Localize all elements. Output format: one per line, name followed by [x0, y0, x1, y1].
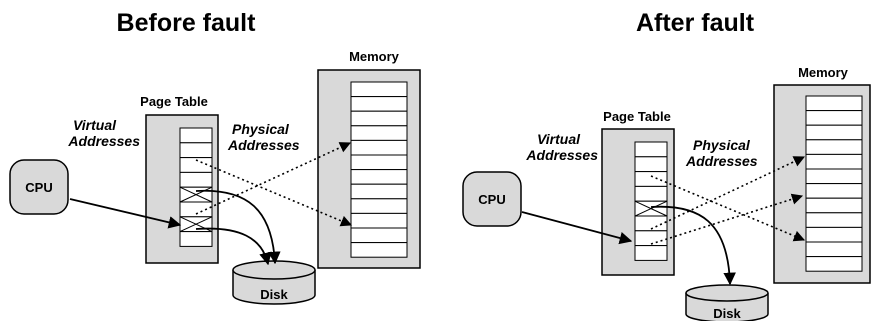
invalid-entry-mark	[179, 216, 213, 233]
page-table-entry	[179, 142, 213, 159]
memory-frame	[805, 212, 863, 228]
disk-label: Disk	[713, 306, 741, 321]
page-table-entry	[179, 231, 213, 247]
page-table-entry	[179, 157, 213, 173]
memory-frame	[350, 227, 408, 244]
memory-frame	[805, 110, 863, 126]
memory-frame	[805, 183, 863, 199]
page-table-entry	[634, 171, 668, 187]
before-fault-title: Before fault	[117, 9, 257, 37]
page-table-entries	[634, 141, 668, 261]
page-table-entry	[179, 171, 213, 188]
after-fault-diagram: After fault CPU Virtual Addresses Page T…	[462, 9, 871, 321]
page-table-entry	[634, 141, 668, 158]
memory-frame	[350, 96, 408, 112]
cpu-to-page-table-arrow	[521, 211, 633, 245]
virtual-addresses-label-line2: Addresses	[67, 133, 140, 149]
page-table-entry	[179, 201, 213, 218]
page-table-entry	[179, 127, 213, 144]
cpu-label: CPU	[478, 192, 505, 207]
memory-frame	[805, 256, 863, 272]
memory-frame	[805, 153, 863, 170]
cpu-to-page-table-arrow	[69, 198, 182, 229]
memory-frame	[805, 124, 863, 141]
memory-frame	[350, 183, 408, 200]
page-table-label: Page Table	[140, 94, 208, 109]
page-table-to-disk-arrow	[650, 205, 736, 286]
invalid-entry-mark	[179, 186, 213, 203]
memory-frame	[805, 241, 863, 258]
virtual-addresses-label-line1: Virtual	[73, 117, 117, 133]
memory-frame	[805, 197, 863, 214]
virtual-addresses-label-line2: Addresses	[525, 147, 598, 163]
memory-frame	[350, 242, 408, 258]
mapping-arrow-to-lower-frame	[195, 159, 353, 227]
cpu-label: CPU	[25, 180, 52, 195]
memory-frame	[350, 110, 408, 127]
physical-addresses-label-line2: Addresses	[685, 153, 758, 169]
invalid-entry-mark	[634, 200, 668, 217]
memory-frame	[350, 198, 408, 214]
memory-frames	[350, 81, 408, 258]
mapping-arrow-to-middle-frame	[650, 193, 804, 245]
cpu-box	[462, 171, 522, 227]
mapping-arrow-to-upper-frame	[195, 142, 352, 215]
disk-label: Disk	[260, 287, 288, 302]
physical-addresses-label-line1: Physical	[693, 137, 751, 153]
memory-label: Memory	[798, 65, 849, 80]
memory-frame	[805, 95, 863, 112]
memory-frames	[805, 95, 863, 272]
disk-cylinder	[685, 284, 769, 321]
memory-frame	[350, 139, 408, 156]
physical-addresses-label-line1: Physical	[232, 121, 290, 137]
memory-frame	[350, 125, 408, 141]
memory-frame	[350, 81, 408, 98]
memory-frame	[350, 212, 408, 229]
physical-addresses-label-line2: Addresses	[227, 137, 300, 153]
memory-label: Memory	[349, 49, 400, 64]
page-table-entry	[634, 185, 668, 202]
page-table-label: Page Table	[603, 109, 671, 124]
virtual-addresses-label-line1: Virtual	[537, 131, 581, 147]
page-table-entry	[634, 245, 668, 261]
memory-frame	[805, 168, 863, 185]
cpu-box	[9, 159, 69, 215]
memory-frame	[805, 139, 863, 155]
mapping-arrow-to-upper-frame	[650, 156, 806, 230]
memory-frame	[350, 169, 408, 185]
page-table-entry	[634, 156, 668, 173]
memory-frame	[805, 226, 863, 243]
before-fault-diagram: Before fault CPU Virtual Addresses Page …	[9, 9, 421, 305]
page-table-to-disk-arrow-upper	[195, 189, 281, 265]
page-table-to-disk-arrow-lower	[195, 227, 272, 266]
after-fault-title: After fault	[636, 9, 755, 37]
memory-frame	[350, 154, 408, 171]
